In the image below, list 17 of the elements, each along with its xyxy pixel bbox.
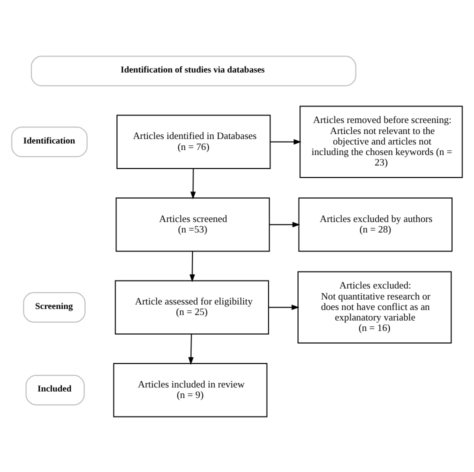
- node-box: Articles included in review (n = 9): [113, 362, 268, 417]
- node-box: Articles removed before screening: Articles not relevant to the objective and articles not including the chosen keywords (n = 23): [300, 105, 463, 178]
- arrow: [190, 168, 196, 199]
- node-box: Identification of studies via databases: [30, 55, 356, 86]
- arrow: [270, 138, 302, 144]
- node-box: Article assessed for eligibility (n = 25): [114, 280, 270, 334]
- node-box: Articles screened (n =53): [116, 197, 270, 252]
- arrow: [188, 333, 194, 364]
- node-box: Articles identified in Databases (n = 76): [116, 114, 271, 168]
- arrow: [268, 221, 300, 227]
- arrow: [268, 304, 300, 310]
- node-box: Articles excluded by authors (n = 28): [298, 197, 453, 252]
- node-box: Articles excluded: Not quantitative research or does not have conflict as an explanatory variable (n = 16): [298, 270, 452, 343]
- arrow: [190, 250, 195, 282]
- node-box: Identification: [11, 126, 88, 157]
- node-box: Screening: [23, 292, 86, 322]
- node-box: Included: [26, 374, 85, 405]
